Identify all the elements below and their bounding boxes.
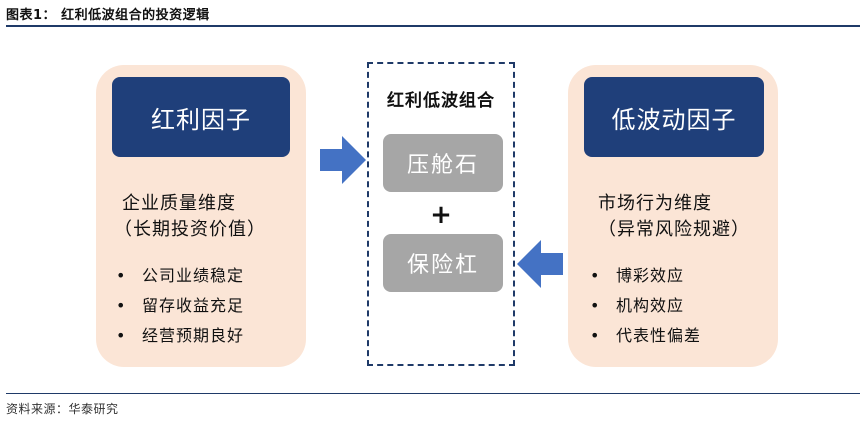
ballast-box: 压舱石	[383, 134, 503, 192]
low-vol-dimension-note: （异常风险规避）	[598, 219, 750, 240]
bullet-text: 机构效应	[616, 296, 685, 315]
plus-sign: +	[430, 200, 452, 230]
list-item: • 博彩效应	[590, 261, 701, 291]
bullet-icon: •	[116, 296, 127, 315]
bullet-text: 代表性偏差	[616, 326, 702, 345]
arrow-right-icon	[320, 136, 366, 184]
arrow-left-icon	[517, 240, 563, 288]
bullet-icon: •	[116, 326, 127, 345]
low-vol-dimension-label: 市场行为维度	[598, 193, 712, 214]
bullet-text: 经营预期良好	[142, 326, 245, 345]
list-item: • 留存收益充足	[116, 291, 244, 321]
list-item: • 经营预期良好	[116, 321, 244, 351]
combo-frame: 红利低波组合 压舱石 + 保险杠	[367, 62, 515, 366]
dividend-factor-heading: 红利因子	[112, 77, 290, 157]
bullet-icon: •	[590, 266, 601, 285]
low-vol-factor-panel: 低波动因子 市场行为维度 （异常风险规避） • 博彩效应 • 机构效应 • 代表性偏差	[568, 65, 778, 367]
figure-title: 图表1： 红利低波组合的投资逻辑	[6, 8, 210, 23]
footer-divider	[6, 393, 860, 394]
bullet-text: 留存收益充足	[142, 296, 245, 315]
bullet-text: 博彩效应	[616, 266, 685, 285]
bullet-text: 公司业绩稳定	[142, 266, 245, 285]
list-item: • 公司业绩稳定	[116, 261, 244, 291]
low-vol-factor-heading: 低波动因子	[584, 77, 764, 157]
bumper-box: 保险杠	[383, 234, 503, 292]
dividend-factor-panel: 红利因子 企业质量维度 （长期投资价值） • 公司业绩稳定 • 留存收益充足 • 经营…	[96, 65, 306, 367]
bullet-icon: •	[590, 296, 601, 315]
dividend-bullet-list: • 公司业绩稳定 • 留存收益充足 • 经营预期良好	[116, 261, 244, 351]
low-vol-bullet-list: • 博彩效应 • 机构效应 • 代表性偏差	[590, 261, 701, 351]
title-divider	[6, 25, 860, 27]
source-note: 资料来源：华泰研究	[6, 402, 119, 416]
bullet-icon: •	[590, 326, 601, 345]
dividend-dimension-label: 企业质量维度	[122, 193, 236, 214]
list-item: • 代表性偏差	[590, 321, 701, 351]
combo-title: 红利低波组合	[387, 91, 495, 111]
dividend-dimension-note: （长期投资价值）	[114, 219, 266, 240]
list-item: • 机构效应	[590, 291, 701, 321]
bullet-icon: •	[116, 266, 127, 285]
